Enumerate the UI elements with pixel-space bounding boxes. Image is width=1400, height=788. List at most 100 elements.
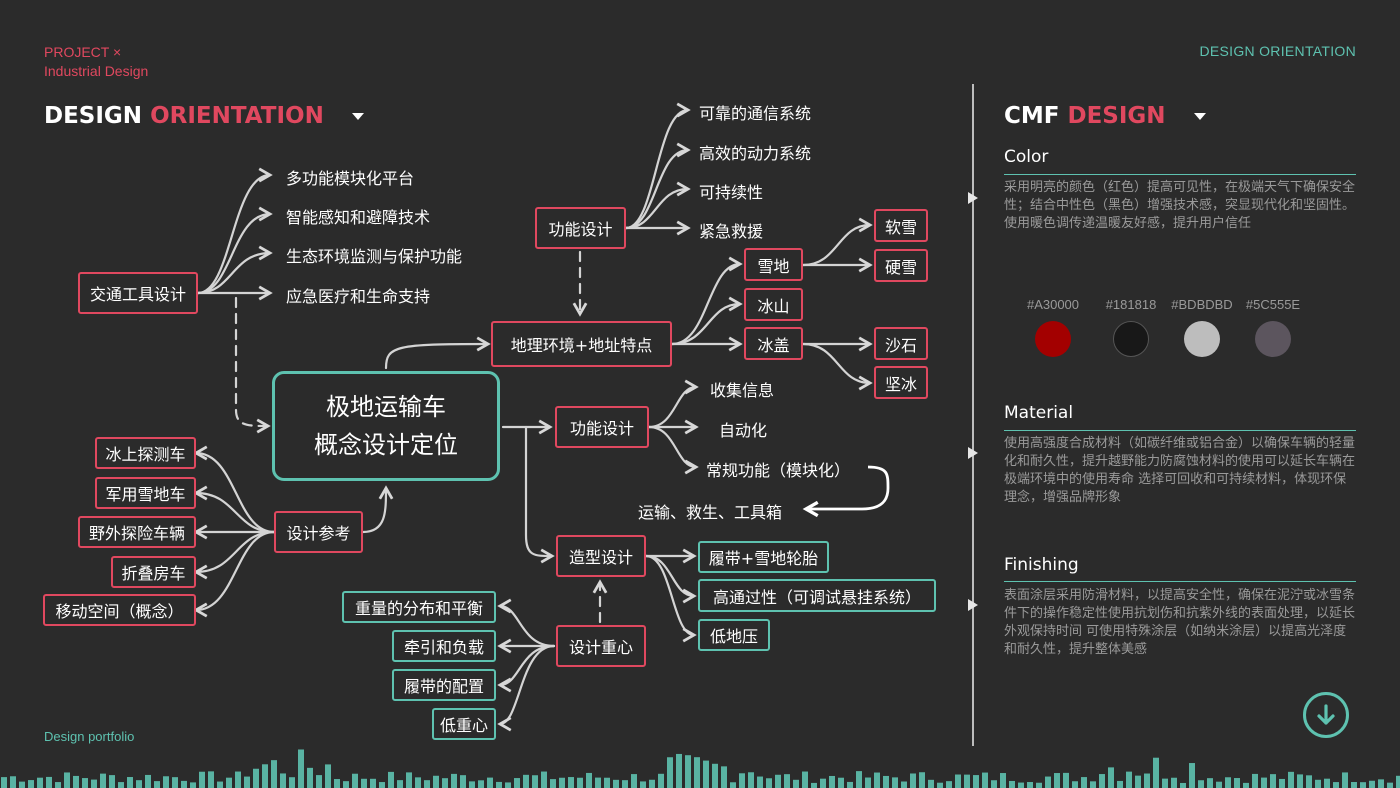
equalizer-bar [100,773,106,788]
gravity-item: 牵引和负载 [392,630,496,662]
equalizer-bar [82,778,88,788]
node-transport: 交通工具设计 [78,272,198,314]
equalizer-bar [910,773,916,788]
equalizer-bar [676,753,682,788]
caret-down-icon[interactable] [351,113,364,120]
equalizer-bar [523,774,529,788]
equalizer-bar [1009,780,1015,788]
equalizer-bar [118,782,124,788]
cmf-title-white: CMF [1004,103,1060,129]
equalizer-bar [847,781,853,788]
equalizer-bar [640,781,646,788]
equalizer-bar [505,782,511,788]
equalizer-bar [559,777,565,788]
caret-down-icon[interactable] [1193,113,1206,120]
brand-project: PROJECT × [44,44,122,60]
equalizer-bar [811,782,817,788]
vertical-divider [972,84,974,746]
reference-item: 冰上探测车 [95,437,196,469]
equalizer-bar [1054,773,1060,788]
equalizer-bar [730,782,736,788]
arrow-down-glyph [1317,704,1335,725]
equalizer-bar [1216,781,1222,788]
transport-item: 多功能模块化平台 [286,169,415,188]
equalizer-bar [1162,778,1168,788]
equalizer-bar [658,773,664,788]
cmf-title[interactable]: CMF DESIGN [1004,103,1206,129]
equalizer-bar [136,780,142,788]
equalizer-bar [415,777,421,788]
equalizer-bar [469,781,475,788]
reference-item: 军用雪地车 [95,477,196,509]
equalizer-bar [1360,782,1366,788]
geo-icecap: 冰盖 [744,327,803,360]
uturn-arrow [802,465,890,518]
equalizer-bar [28,780,34,788]
equalizer-bar [613,779,619,788]
equalizer-bar [442,778,448,788]
equalizer-bar [316,775,322,788]
equalizer-bars [1,749,1400,788]
equalizer-bar [1063,772,1069,788]
equalizer-bar [586,772,592,788]
equalizer-bar [1036,782,1042,788]
play-icon[interactable] [968,447,978,459]
equalizer-bar [325,764,331,788]
equalizer-bar [820,778,826,788]
equalizer-bar [406,772,412,788]
equalizer-bar [226,777,232,788]
equalizer-bar [1117,780,1123,788]
transport-item: 生态环境监测与保护功能 [286,247,463,266]
equalizer-bar [478,780,484,788]
equalizer-bar [838,777,844,788]
equalizer-bar [451,773,457,788]
equalizer-bar [1270,774,1276,788]
cmf-title-red: DESIGN [1067,103,1166,129]
swatch-label: #5C555E [1245,297,1301,312]
node-gravity: 设计重心 [556,625,646,667]
equalizer-bar [1144,773,1150,788]
geo-hard-snow: 硬雪 [874,249,928,282]
arrow-down-icon[interactable] [1303,692,1349,738]
node-reference: 设计参考 [274,511,363,553]
equalizer-bar [919,772,925,788]
function-mid-item: 常规功能（模块化） [706,461,851,480]
equalizer-bar [892,777,898,788]
function-top-item: 紧急救援 [699,222,764,241]
equalizer-bar [127,777,133,788]
equalizer-bar [424,780,430,788]
color-title: Color [1004,147,1049,167]
equalizer-bar [748,772,754,788]
play-icon[interactable] [968,599,978,611]
play-icon[interactable] [968,192,978,204]
equalizer-bar [235,771,241,788]
equalizer-bar [244,776,250,788]
equalizer-bar [928,779,934,788]
equalizer-bar [973,775,979,788]
page-title[interactable]: DESIGN ORIENTATION [44,103,364,129]
swatch-black [1113,321,1149,357]
page-title-white: DESIGN [44,103,143,129]
equalizer-bar [433,775,439,788]
geo-soft-snow: 软雪 [874,209,928,242]
equalizer-bar [298,749,304,788]
equalizer-bar [73,775,79,788]
material-body: 使用高强度合成材料（如碳纤维或铝合金）以确保车辆的轻量化和耐久性，提升越野能力防… [1004,436,1356,505]
equalizer-bar [1288,771,1294,788]
equalizer-bar [955,774,961,788]
footer-label: Design portfolio [44,729,135,744]
equalizer-bar [262,764,268,788]
equalizer-bar [145,774,151,788]
equalizer-bar [190,782,196,788]
reference-item: 折叠房车 [111,556,196,588]
equalizer-bar [568,777,574,788]
equalizer-bar [19,781,25,788]
equalizer-bar [550,779,556,788]
equalizer-bar [154,781,160,788]
gravity-item: 履带的配置 [392,669,496,701]
equalizer-bar [1018,782,1024,788]
equalizer-bar [649,779,655,788]
geo-gravel: 沙石 [874,327,928,360]
equalizer-bar [343,781,349,788]
equalizer-bar [829,775,835,788]
